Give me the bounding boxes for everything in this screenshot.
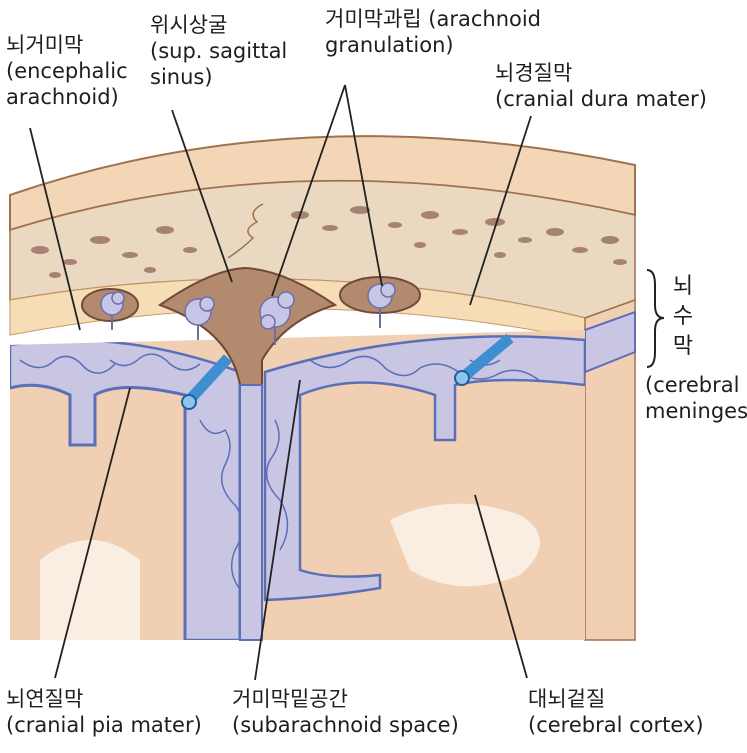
label-arachnoid-granulation: 거미막과립 (arachnoid granulation): [325, 6, 541, 58]
label-sup-sagittal-sinus: 위시상굴 (sup. sagittal sinus): [150, 12, 287, 90]
label-cranial-pia-mater: 뇌연질막 (cranial pia mater): [6, 686, 202, 738]
meninges-brace: [647, 270, 664, 367]
label-cerebral-meninges-ko: 뇌 수 막: [668, 272, 698, 362]
label-cranial-dura-mater: 뇌경질막 (cranial dura mater): [495, 60, 707, 112]
label-encephalic-arachnoid: 뇌거미막 (encephalic arachnoid): [6, 32, 128, 110]
label-cerebral-meninges-en: (cerebral meninges): [645, 372, 747, 424]
label-cerebral-cortex: 대뇌겉질 (cerebral cortex): [528, 686, 704, 738]
label-subarachnoid-space: 거미막밑공간 (subarachnoid space): [232, 686, 459, 738]
